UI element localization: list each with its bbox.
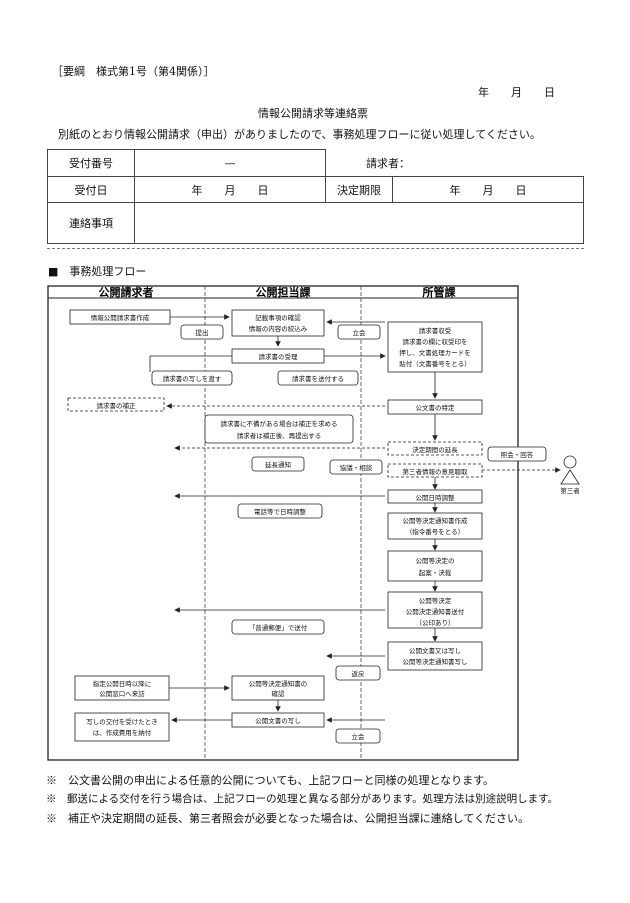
- box-draft-text-2: 起案・決裁: [419, 568, 452, 577]
- notes-label: 連絡事項: [47, 202, 135, 244]
- box-visit-text-1: 指定公開日時以降に: [93, 679, 152, 688]
- intro-text: 別紙のとおり情報公開請求（申出）がありましたので、事務処理フローに従い処理してく…: [58, 128, 541, 141]
- box-receive-doc-text-2: 請求書の欄に収受印を: [403, 337, 468, 346]
- box-correction-text: 請求書の補正: [97, 401, 137, 410]
- box-accept-text: 請求書の受理: [259, 352, 299, 361]
- box-notice-create-text-1: 公開等決定通知書作成: [403, 516, 469, 525]
- receipt-date-label: 受付日: [47, 176, 135, 203]
- box-send-request-text: 請求書を送付する: [292, 374, 344, 383]
- box-visit: [74, 675, 170, 701]
- box-draft-text-1: 公開等決定の: [416, 556, 455, 565]
- note-1: ※ 公文書公開の申出による任意的公開についても、上記フローと同様の処理となります…: [46, 774, 495, 787]
- box-inquiry: [487, 446, 547, 462]
- date-line: 年 月 日: [478, 86, 555, 99]
- box-return: [335, 665, 381, 681]
- box-check-text-1: 記載事項の確認: [255, 313, 301, 322]
- box-attend-2-text: 立会: [352, 732, 366, 741]
- box-third-party: [387, 463, 483, 478]
- box-defect-text-2: 請求者は補正後、再提出する: [237, 431, 322, 440]
- third-person-label: 第三者: [560, 486, 580, 495]
- box-confirm: [231, 675, 325, 701]
- box-defect-text-1: 請求書に不備がある場合は補正を求める: [221, 419, 338, 428]
- box-consult: [329, 459, 383, 475]
- note-3: ※ 補正や決定期間の延長、第三者照会が必要となった場合は、公開担当課に連絡してく…: [46, 812, 530, 825]
- col-requester: 公開請求者: [99, 285, 154, 299]
- col-office: 公開担当課: [256, 285, 312, 299]
- receipt-no-label: 受付番号: [47, 149, 135, 177]
- box-schedule-text: 公開日時調整: [416, 493, 456, 502]
- box-extend-notice-text: 延長通知: [265, 460, 291, 469]
- third-person-icon: [563, 455, 577, 469]
- note-2: ※ 郵送による交付を行う場合は、上記フローの処理と異なる部分があります。処理方法…: [46, 793, 559, 805]
- box-extend-notice: [251, 456, 305, 472]
- box-confirm-text-1: 公開等決定通知書の: [249, 679, 308, 688]
- box-send-request: [277, 370, 359, 386]
- box-receive-doc: [387, 321, 483, 373]
- box-return-text: 返戻: [352, 669, 366, 678]
- flow-section-title: ■ 事務処理フロー: [48, 265, 147, 278]
- box-visit-text-2: 公開窓口へ来訪: [99, 689, 145, 698]
- box-receive-doc-text-3: 押し、文書処理カードを: [399, 348, 471, 357]
- box-fee-text-1: 写しの交付を受けたとき: [86, 717, 158, 726]
- box-consult-text: 協議・相談: [340, 463, 373, 472]
- box-submit-text: 提出: [196, 328, 209, 337]
- info-table: 受付番号 — 請求者： 受付日 年 月 日 決定期限 年 月 日 連絡事項: [47, 149, 584, 244]
- box-submit: [180, 324, 224, 340]
- box-receive-doc-text-4: 貼付（文書番号をとる）: [399, 359, 471, 368]
- form-code: ［要綱 様式第1号（第4関係）］: [52, 65, 215, 78]
- notes-value[interactable]: [134, 202, 584, 244]
- box-send-notice: [387, 591, 483, 629]
- box-send-notice-text-3: （公印あり）: [416, 619, 455, 627]
- box-identify-text: 公文書の特定: [416, 403, 456, 412]
- box-check: [231, 309, 325, 337]
- flow-frame: [47, 285, 519, 761]
- box-phone: [237, 503, 323, 519]
- box-notice-create-text-2: （指令番号をとる）: [406, 527, 465, 536]
- box-attend-1: [337, 324, 381, 340]
- box-receive-doc-text-1: 請求書収受: [419, 326, 452, 335]
- col-dept: 所管課: [423, 285, 457, 299]
- deadline-value: 年 月 日: [392, 176, 584, 203]
- box-doc-copy-text: 公開文書の写し: [255, 716, 301, 725]
- box-give-copy: [151, 370, 233, 386]
- box-mail: [231, 619, 325, 635]
- box-fee: [74, 712, 170, 742]
- box-send-notice-text-1: 公開等決定: [419, 596, 452, 605]
- box-extend: [387, 441, 483, 456]
- box-copy-text-1: 公開文書又は写し: [409, 646, 461, 655]
- box-correction: [67, 397, 165, 412]
- box-notice-create: [387, 512, 483, 540]
- box-fee-text-2: は、作成費用を納付: [93, 728, 152, 737]
- box-request-create-text: 情報公開請求書作成: [91, 313, 150, 322]
- box-check-text-2: 情報の内容の絞込み: [249, 324, 308, 333]
- box-third-party-text: 第三者情報の意見聴取: [403, 467, 469, 476]
- section-divider: [47, 248, 584, 249]
- page-title: 情報公開請求等連絡票: [258, 107, 368, 120]
- box-draft: [387, 550, 483, 582]
- box-give-copy-text: 請求書の写しを渡す: [163, 374, 222, 383]
- box-mail-text: 「普通郵便」で送付: [249, 623, 308, 632]
- box-send-notice-text-2: 公開決定通知書送付: [406, 607, 465, 616]
- box-phone-text: 電話等で日時調整: [254, 507, 307, 516]
- box-inquiry-text: 照会・回答: [501, 450, 534, 459]
- deadline-label: 決定期限: [325, 176, 393, 203]
- box-attend-1-text: 立会: [353, 328, 367, 337]
- box-defect: [204, 414, 354, 444]
- box-extend-text: 決定期間の延長: [412, 445, 458, 454]
- box-copy: [387, 641, 483, 671]
- box-attend-2: [335, 728, 381, 744]
- box-copy-text-2: 公開等決定通知書写し: [403, 657, 468, 666]
- box-confirm-text-2: 確認: [272, 689, 286, 698]
